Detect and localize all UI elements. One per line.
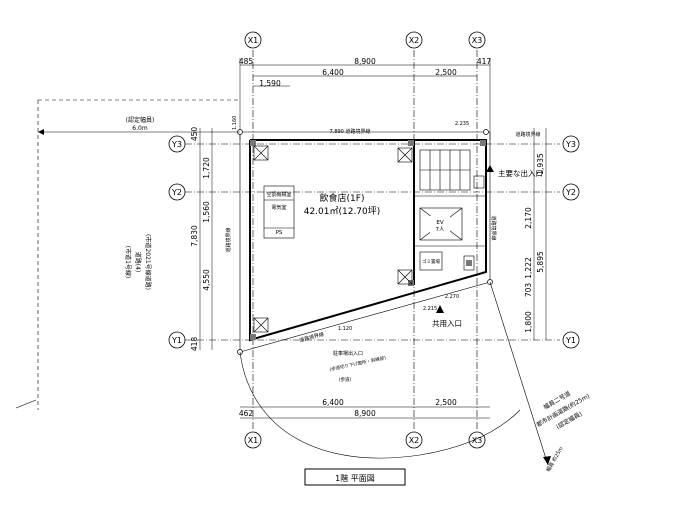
ev-shaft: [419, 207, 463, 241]
setback-b-label: 1.120: [338, 326, 352, 332]
dim-left-c: 4,550: [202, 269, 211, 291]
ev-capacity: 7人: [436, 226, 445, 233]
dim-270-label: 2.270: [445, 294, 459, 300]
boundary-top-label: 7.890 道路境界線: [330, 128, 371, 135]
ev-label: EV: [436, 220, 443, 226]
dim-right-e: 1,800: [524, 311, 533, 333]
fixture-a: [253, 145, 269, 161]
trash-room: [419, 251, 443, 271]
restaurant-title: 飲食店(1F): [320, 192, 365, 204]
grid-bubble-x3-top: [468, 31, 486, 49]
grid-bubble-x1-top: [244, 31, 262, 49]
trash-label: ゴミ置場: [422, 258, 440, 265]
boundary-left-label: 道路境界線: [225, 227, 232, 252]
dim-top-left-offset: 485: [239, 57, 254, 66]
dim-right-a: 1,935: [536, 153, 545, 175]
grid-label-y2-left: Y2: [171, 188, 182, 197]
grid-label-x1-bottom: X1: [248, 436, 259, 445]
drawing-title: 1階 平面図: [335, 473, 375, 483]
grid-bubble-x3-bottom: [468, 431, 486, 449]
dim-top-span-a: 6,400: [322, 68, 344, 77]
fixture-b: [397, 147, 413, 163]
parking-a-label: 駐車場出入口: [333, 350, 363, 357]
grid-bubble-y1-left: [168, 331, 186, 349]
side-road-label: (市道1号線): [124, 246, 132, 279]
boundary-diagonal-label: 道路境界線: [299, 331, 325, 344]
left-dimensions: 450 1,720 1,560 7,830 4,550 418: [190, 127, 213, 352]
bottom-dimensions: 462 6,400 2,500 8,900: [239, 398, 490, 419]
dim-bottom-span-a: 6,400: [322, 398, 344, 407]
road-annotations: (認定幅員) 6.0m (市道1号線) 道路(4) (市道2021号線道路) 7…: [15, 99, 591, 473]
grid-bubble-x2-top: [405, 31, 423, 49]
grid-bubble-y3-right: [562, 135, 580, 153]
top-dimensions: 485 8,900 417 6,400 2,500 1,590: [239, 57, 492, 140]
grid-label-y3-left: Y3: [171, 140, 182, 149]
storage-room: [463, 255, 475, 271]
grid-label-x3-bottom: X3: [472, 436, 483, 445]
grid-label-x2-top: X2: [409, 36, 420, 45]
ps-room: [263, 185, 295, 239]
grid-bubble-y1-right: [562, 331, 580, 349]
grid-label-y1-left: Y1: [171, 336, 182, 345]
dim-top-right-offset: 417: [477, 57, 492, 66]
side-road-a: 道路(4): [134, 252, 142, 273]
parking-c-label: (歩道): [339, 376, 352, 383]
grid-label-y3-right: Y3: [565, 140, 576, 149]
grid-bubble-y2-right: [562, 183, 580, 201]
dim-left-bottom: 418: [190, 337, 199, 352]
grid-label-x2-bottom: X2: [409, 436, 420, 445]
boundary-side-label: 道路境界線: [490, 215, 497, 240]
road-width: 6.0m: [132, 125, 148, 132]
room-labels: 飲食店(1F) 42.01㎡(12.70坪) 主要な出入口 共用入口: [304, 165, 543, 328]
fixture-c: [253, 317, 269, 333]
right-dimensions: 1,935 2,170 1,222 5,895 703 1,800: [524, 128, 547, 340]
dim-bottom-left-offset: 462: [239, 409, 254, 418]
dim-bottom-total: 8,900: [354, 409, 376, 418]
dim-top-sub: 1,590: [259, 79, 281, 88]
dim-right-d: 703: [524, 283, 533, 298]
electric-label: 電気室: [271, 204, 286, 211]
main-door: [473, 175, 485, 189]
main-entrance-label: 主要な出入口: [498, 168, 543, 178]
grid-bubble-y2-left: [168, 183, 186, 201]
side-road-b: (市道2021号線道路): [144, 234, 152, 290]
boundary-right-label: 道路境界線: [515, 131, 540, 138]
fixture-d: [397, 269, 413, 285]
road-label: (認定幅員): [126, 116, 155, 124]
shared-entrance-label: 共用入口: [432, 319, 462, 328]
dim-235-label: 2.235: [455, 121, 469, 127]
dim-left-b: 1,560: [202, 201, 211, 223]
dim-right-b: 2,170: [524, 207, 533, 229]
shared-entrance-arrow: [436, 305, 444, 313]
grid-bubble-x2-bottom: [405, 431, 423, 449]
dim-215-label: 2.215: [423, 306, 437, 312]
dim-left-top: 450: [190, 127, 199, 142]
dim-left-total: 7,830: [190, 225, 199, 247]
dim-left-a: 1,720: [202, 157, 211, 179]
main-entrance-arrow: [486, 165, 494, 172]
setback-label: 1.160: [232, 116, 238, 130]
grid-bubble-y3-left: [168, 135, 186, 153]
building-outline: EV 7人 PS 空調機械室 電気室: [249, 139, 487, 342]
dim-top-span-b: 2,500: [435, 68, 457, 77]
ps-label: PS: [276, 230, 283, 236]
grid-bubble-x1-bottom: [244, 431, 262, 449]
grid-lines: [185, 50, 560, 430]
dim-top-total: 8,900: [354, 57, 376, 66]
restaurant-area: 42.01㎡(12.70坪): [304, 206, 381, 217]
grid-label-x1-top: X1: [248, 36, 259, 45]
dim-bottom-span-b: 2,500: [435, 398, 457, 407]
title-block: 1階 平面図: [304, 468, 406, 486]
dim-right-total: 5,895: [536, 251, 545, 273]
grid-label-x3-top: X3: [472, 36, 483, 45]
grid-bubbles: X1 X2 X3 X1 X2 X3 Y3 Y2 Y1 Y3 Y2 Y1: [168, 31, 580, 449]
dim-right-c: 1,222: [524, 257, 533, 279]
grid-label-y1-right: Y1: [565, 336, 576, 345]
machine-room-label: 空調機械室: [266, 191, 291, 198]
grid-label-y2-right: Y2: [565, 188, 576, 197]
